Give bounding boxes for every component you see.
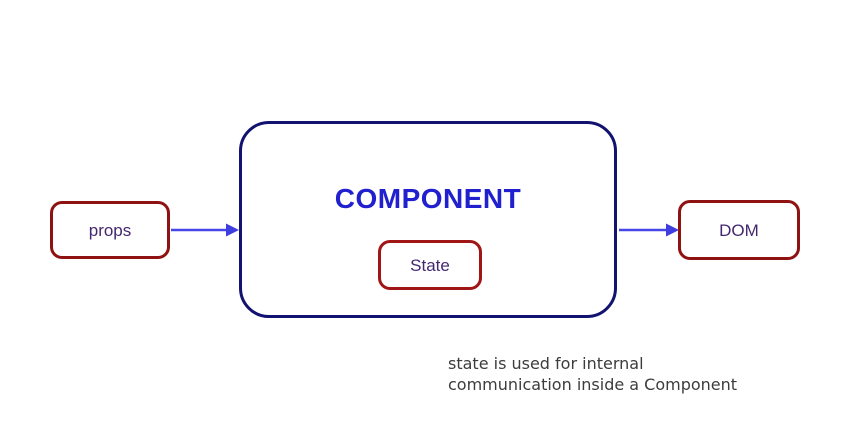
dom-node-label: DOM bbox=[719, 220, 759, 240]
component-node-title: COMPONENT bbox=[334, 183, 522, 214]
props-node-label: props bbox=[88, 220, 132, 240]
diagram-caption-line-1: state is used for internal bbox=[448, 354, 644, 373]
dom-node: DOM bbox=[678, 200, 800, 260]
state-node: State bbox=[378, 240, 482, 290]
state-node-label: State bbox=[410, 255, 450, 275]
component-node bbox=[239, 121, 617, 318]
arrow-right-icon bbox=[619, 223, 679, 237]
diagram-caption-line-2: communication inside a Component bbox=[448, 375, 738, 394]
diagram-caption: state is used for internal communication… bbox=[448, 353, 737, 395]
arrow-right-icon bbox=[171, 223, 239, 237]
props-node: props bbox=[50, 201, 170, 259]
